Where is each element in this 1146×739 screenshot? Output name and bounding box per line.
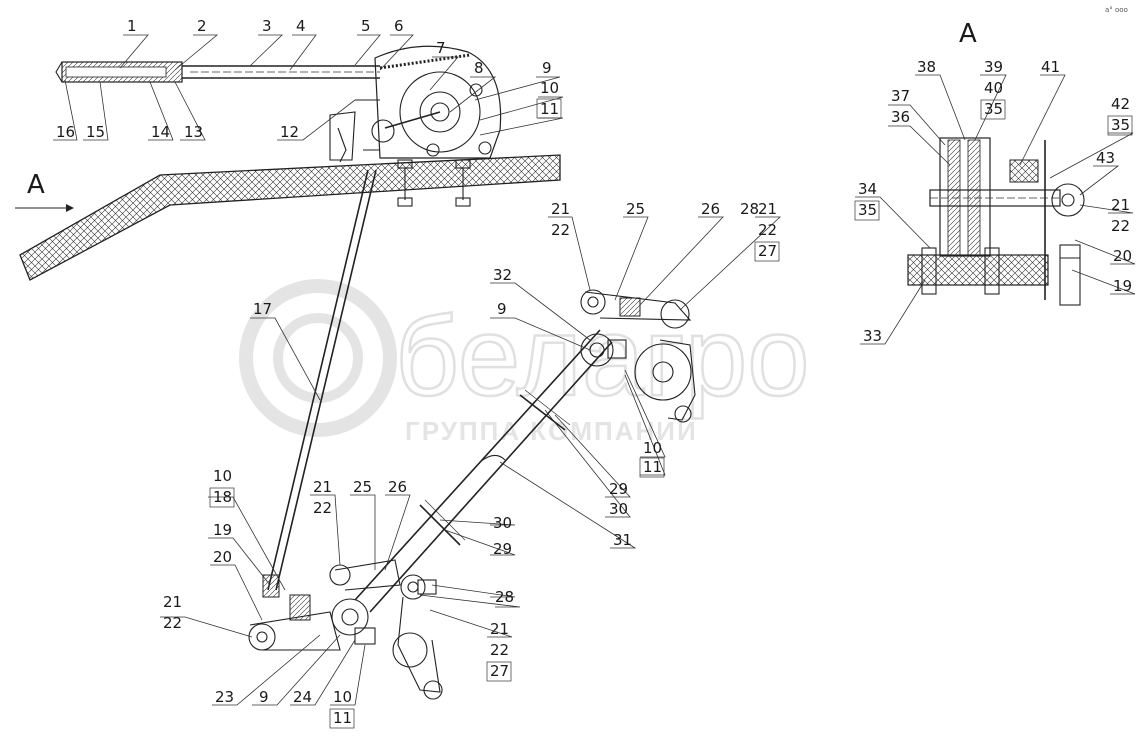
callout-9-upper: 9 — [497, 300, 507, 318]
callout-8: 8 — [474, 59, 484, 77]
callout-15: 15 — [86, 123, 105, 141]
callout-10-lower: 10 — [333, 688, 352, 706]
callout-19-left: 19 — [213, 521, 232, 539]
callout-14: 14 — [151, 123, 170, 141]
callout-21-upper-right: 21 — [758, 200, 777, 218]
callout-27-lower: 27 — [490, 662, 509, 680]
view-direction-arrow: A — [15, 170, 74, 212]
rod-17 — [262, 149, 380, 598]
callout-41: 41 — [1041, 58, 1060, 76]
callout-22-lower-mid: 22 — [313, 499, 332, 517]
callout-42: 42 — [1111, 95, 1130, 113]
callout-22-lower-right: 22 — [490, 641, 509, 659]
callout-21-upper-left: 21 — [551, 200, 570, 218]
lever-assembly — [55, 45, 502, 163]
section-view-title: A — [959, 19, 977, 49]
watermark-brand: белагро — [395, 294, 810, 419]
callout-12: 12 — [280, 123, 299, 141]
callout-5: 5 — [361, 17, 371, 35]
callout-28-upper: 28 — [740, 200, 759, 218]
callout-36: 36 — [891, 108, 910, 126]
direction-arrow-label: A — [27, 170, 45, 200]
corner-note: а° ооо — [1105, 6, 1128, 14]
callout-21-lower-left: 21 — [163, 593, 182, 611]
callout-1: 1 — [127, 17, 137, 35]
callout-20-section: 20 — [1113, 247, 1132, 265]
callout-17: 17 — [253, 300, 272, 318]
upper-linkage — [580, 289, 696, 423]
callout-39: 39 — [984, 58, 1003, 76]
callout-7: 7 — [436, 39, 446, 57]
callout-24: 24 — [293, 688, 312, 706]
callout-13: 13 — [184, 123, 203, 141]
callout-10-upper: 10 — [643, 439, 662, 457]
callout-21-lower-right: 21 — [490, 620, 509, 638]
callout-27-upper: 27 — [758, 242, 777, 260]
leader-lines — [53, 34, 1136, 706]
callout-38: 38 — [917, 58, 936, 76]
callout-3: 3 — [262, 17, 272, 35]
callout-29-upper: 29 — [609, 480, 628, 498]
shaft-31 — [354, 329, 613, 613]
callout-19-section: 19 — [1113, 277, 1132, 295]
callout-9: 9 — [542, 59, 552, 77]
callout-10-left: 10 — [213, 467, 232, 485]
section-view-a: A — [907, 19, 1085, 306]
callout-26-lower: 26 — [388, 478, 407, 496]
callout-35-top: 35 — [984, 100, 1003, 118]
callout-32: 32 — [493, 266, 512, 284]
callout-30-upper: 30 — [609, 500, 628, 518]
callout-18: 18 — [213, 488, 232, 506]
callout-labels: 1 2 3 4 5 6 7 8 9 10 11 12 13 14 15 16 1… — [56, 17, 1133, 729]
callout-25-upper: 25 — [626, 200, 645, 218]
callout-28-lower: 28 — [495, 588, 514, 606]
callout-29-lower: 29 — [493, 540, 512, 558]
callout-31: 31 — [613, 531, 632, 549]
callout-26-upper: 26 — [701, 200, 720, 218]
watermark: белагро ГРУППА КОМПАНИЙ — [239, 279, 811, 446]
callout-35-right: 35 — [1111, 116, 1130, 134]
watermark-logo-icon — [239, 279, 397, 437]
callout-11-upper: 11 — [643, 458, 662, 476]
callout-16: 16 — [56, 123, 75, 141]
callout-34: 34 — [858, 180, 877, 198]
floor-bolts — [397, 159, 471, 207]
callout-23: 23 — [215, 688, 234, 706]
callout-35-left: 35 — [858, 201, 877, 219]
callout-10: 10 — [540, 79, 559, 97]
callout-30-lower: 30 — [493, 514, 512, 532]
callout-20-left: 20 — [213, 548, 232, 566]
callout-40: 40 — [984, 79, 1003, 97]
callout-25-lower: 25 — [353, 478, 372, 496]
callout-22-upper-right: 22 — [758, 221, 777, 239]
callout-9-lower: 9 — [259, 688, 269, 706]
callout-21-lower-mid: 21 — [313, 478, 332, 496]
callout-6: 6 — [394, 17, 404, 35]
callout-43: 43 — [1096, 149, 1115, 167]
lower-linkage — [248, 559, 443, 700]
callout-21-section: 21 — [1111, 196, 1130, 214]
callout-33: 33 — [863, 327, 882, 345]
callout-4: 4 — [296, 17, 306, 35]
callout-22-lower-left: 22 — [163, 614, 182, 632]
callout-22-section: 22 — [1111, 217, 1130, 235]
cab-floor — [19, 154, 561, 281]
callout-22-upper-left: 22 — [551, 221, 570, 239]
callout-11: 11 — [540, 100, 559, 118]
callout-11-lower: 11 — [333, 709, 352, 727]
callout-37: 37 — [891, 87, 910, 105]
callout-2: 2 — [197, 17, 207, 35]
